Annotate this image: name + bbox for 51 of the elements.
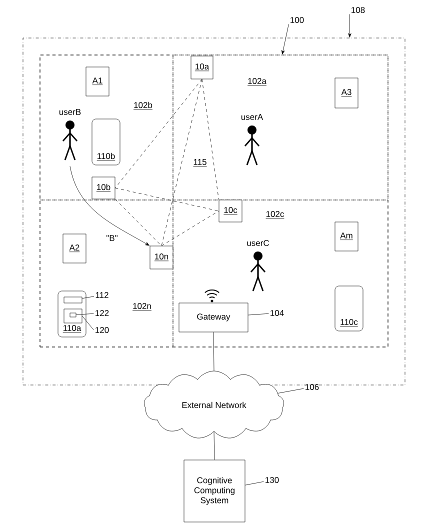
labeled-box: A2 xyxy=(62,234,86,264)
leader-arrow xyxy=(282,24,289,54)
dashed-link xyxy=(161,79,202,246)
labeled-box: 10n xyxy=(150,246,174,270)
leader-line xyxy=(82,296,94,299)
labeled-box: A1 xyxy=(86,66,110,96)
curved-arrow xyxy=(70,166,150,246)
leader-arrow xyxy=(348,14,352,38)
leader-line xyxy=(245,481,264,486)
dashed-link xyxy=(115,188,219,212)
reference-number: 100 xyxy=(290,17,304,23)
reference-number: 112 xyxy=(96,292,108,298)
slot-rect xyxy=(64,296,82,304)
node-label: userA xyxy=(241,114,264,120)
edge-label: "B" xyxy=(105,234,119,242)
system-box: Cognitive Computing System xyxy=(184,460,246,522)
node-label: userB xyxy=(59,109,81,115)
labeled-box: 10a xyxy=(190,56,214,80)
reference-number: 130 xyxy=(266,477,279,483)
slot-rect xyxy=(64,308,82,324)
gateway-box: Gateway xyxy=(178,302,248,332)
labeled-box: 10c xyxy=(218,200,242,222)
slot-rect xyxy=(70,312,76,318)
dashed-link xyxy=(161,210,219,246)
boundary-frame xyxy=(40,54,388,348)
reference-number: 120 xyxy=(96,327,109,333)
leader-line xyxy=(82,316,94,330)
reference-number: 106 xyxy=(306,384,319,390)
rounded-device: 110c xyxy=(334,286,364,332)
leader-line xyxy=(278,388,304,394)
person-figure: userC xyxy=(247,240,269,292)
network-cloud: External Network xyxy=(144,370,284,438)
boundary-frame xyxy=(22,38,406,386)
node-label: userC xyxy=(247,240,270,246)
labeled-box: A3 xyxy=(334,78,358,108)
reference-number: 104 xyxy=(270,310,284,316)
dashed-link xyxy=(115,199,162,246)
dashed-link xyxy=(115,79,202,188)
person-figure: userB xyxy=(59,109,81,160)
person-figure: userA xyxy=(241,114,264,166)
leader-line xyxy=(248,313,269,316)
connection-line xyxy=(213,332,214,371)
dashed-link xyxy=(202,79,219,200)
labeled-box: 10b xyxy=(92,176,116,200)
reference-number: 122 xyxy=(96,310,109,316)
reference-number: 108 xyxy=(352,7,365,13)
reference-number: 115 xyxy=(193,159,207,167)
labeled-box: Am xyxy=(334,222,358,252)
leader-line xyxy=(76,313,94,315)
rounded-device: 110a xyxy=(58,290,86,338)
rounded-device: 110b xyxy=(92,118,120,166)
